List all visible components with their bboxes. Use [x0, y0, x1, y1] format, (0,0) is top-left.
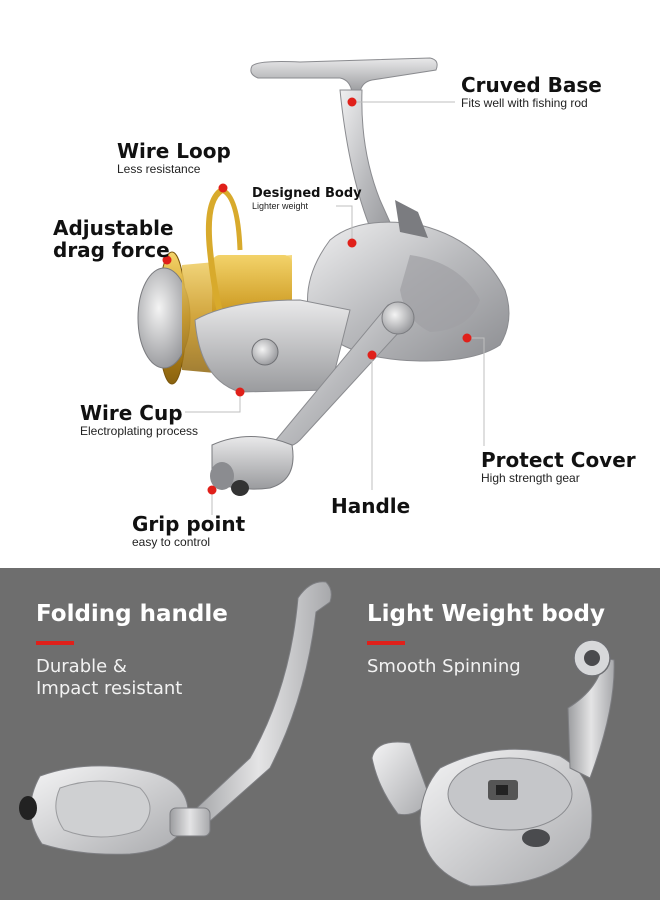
callout-title-line2: drag force [53, 238, 170, 262]
callout-title: Wire Cup [80, 401, 183, 425]
callout-title: Designed Body [252, 186, 362, 201]
accent-bar [36, 641, 74, 645]
feature-title: Light Weight body [367, 601, 605, 627]
callout-subtitle: easy to control [132, 535, 211, 549]
callout-subtitle: Fits well with fishing rod [461, 96, 588, 110]
callout-title: Cruved Base [461, 73, 602, 97]
callout-wire-cup: Wire Cup Electroplating process [80, 402, 198, 438]
callout-handle: Handle [331, 495, 410, 517]
feature-desc-line1: Smooth Spinning [367, 656, 521, 677]
callout-title: Wire Loop [117, 139, 231, 163]
callout-subtitle: Electroplating process [80, 424, 199, 438]
feature-folding-handle: Folding handle Durable & Impact resistan… [36, 600, 228, 700]
light-body-image [371, 639, 615, 887]
callout-title: Grip point [132, 512, 246, 536]
callout-title: Protect Cover [481, 448, 636, 472]
callout-protect-cover: Protect Cover High strength gear [481, 449, 636, 485]
feature-title: Folding handle [36, 601, 228, 627]
callout-title: Adjustable [53, 216, 174, 240]
callout-grip-point: Grip point easy to control [132, 513, 245, 549]
callout-subtitle: Less resistance [117, 162, 201, 176]
callout-title: Handle [331, 494, 411, 518]
feature-illustrations [19, 581, 615, 887]
callout-curved-base: Cruved Base Fits well with fishing rod [461, 74, 602, 110]
reel-diagram-section: Cruved Base Fits well with fishing rod W… [53, 57, 636, 549]
callout-designed-body: Designed Body Lighter weight [252, 186, 362, 212]
feature-light-body: Light Weight body Smooth Spinning [367, 600, 605, 678]
accent-bar [367, 641, 405, 645]
reel-illustration [137, 57, 510, 515]
folding-handle-image [19, 581, 332, 855]
callout-wire-loop: Wire Loop Less resistance [117, 140, 231, 176]
callout-subtitle: High strength gear [481, 471, 580, 485]
feature-desc-line2: Impact resistant [36, 678, 183, 699]
feature-section: Folding handle Durable & Impact resistan… [0, 568, 660, 900]
callout-subtitle: Lighter weight [252, 201, 309, 211]
feature-desc-line1: Durable & [36, 656, 127, 677]
callout-drag-force: Adjustable drag force [53, 217, 174, 261]
